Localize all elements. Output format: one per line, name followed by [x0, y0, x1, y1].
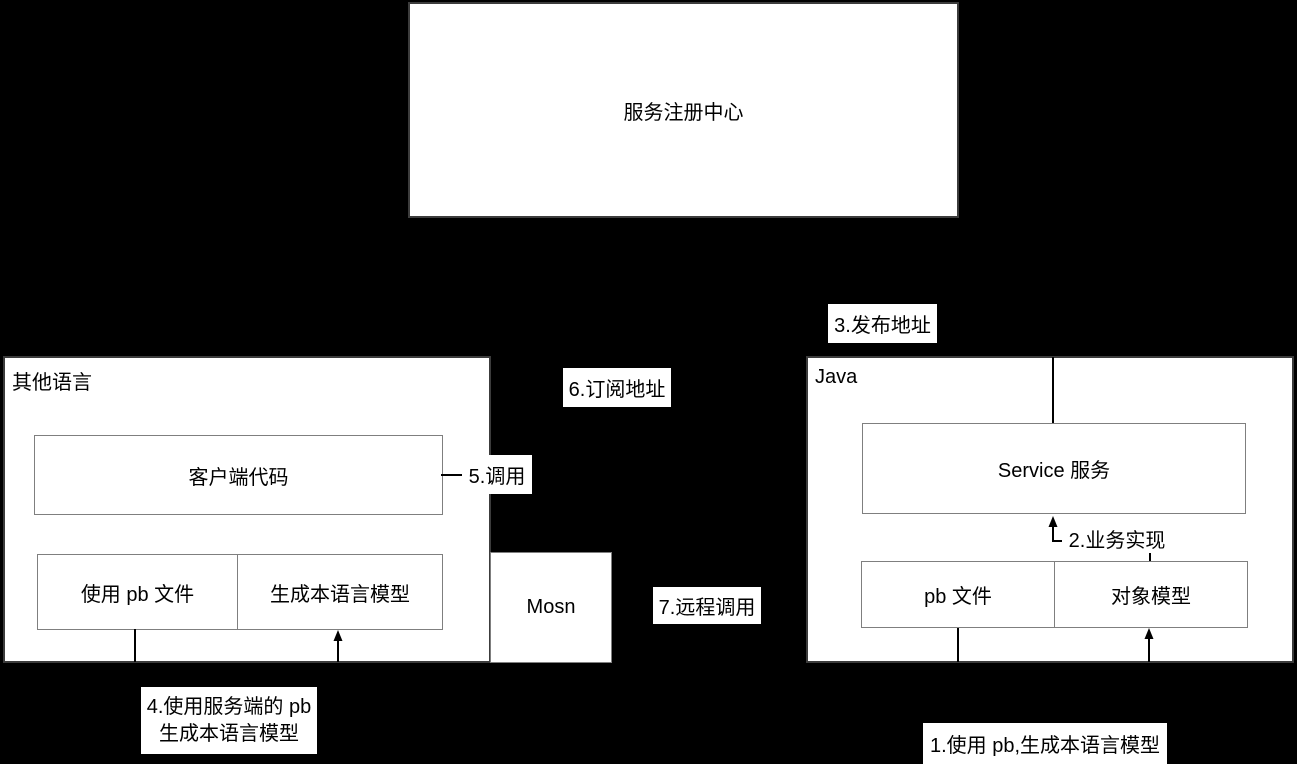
step7-remote-call-label: 7.远程调用: [653, 587, 761, 624]
pb-file-label: pb 文件: [924, 586, 992, 608]
pb-file-cell: pb 文件: [862, 562, 1054, 627]
pb-generate-box: 使用 pb 文件 生成本语言模型: [37, 554, 443, 630]
step4-use-server-pb-label: 4.使用服务端的 pb 生成本语言模型: [141, 687, 317, 754]
service-registry-label: 服务注册中心: [623, 101, 744, 124]
client-code-box: 客户端代码: [34, 435, 443, 515]
use-pb-file-label: 使用 pb 文件: [80, 583, 195, 606]
step6-subscribe-address-label: 6.订阅地址: [563, 368, 671, 407]
gen-model-label: 生成本语言模型: [270, 583, 410, 606]
client-code-label: 客户端代码: [188, 466, 289, 489]
service-box-label: Service 服务: [997, 460, 1111, 482]
service-registry-box: 服务注册中心: [408, 2, 959, 218]
pb-object-box: pb 文件 对象模型: [861, 561, 1248, 628]
object-model-label: 对象模型: [1111, 586, 1191, 608]
use-pb-file-cell: 使用 pb 文件: [38, 555, 237, 629]
service-box: Service 服务: [862, 423, 1246, 514]
other-languages-label: 其他语言: [12, 372, 92, 394]
object-model-cell: 对象模型: [1054, 562, 1247, 627]
step2-business-impl-label: 2.业务实现: [1064, 524, 1170, 553]
mosn-box: Mosn: [490, 552, 612, 663]
java-label: Java: [815, 366, 858, 388]
step1-use-pb-label: 1.使用 pb,生成本语言模型: [923, 723, 1167, 764]
other-languages-container: 其他语言 客户端代码 使用 pb 文件 生成本语言模型: [3, 356, 491, 663]
step3-publish-address-label: 3.发布地址: [828, 304, 937, 343]
java-container: Java Service 服务 pb 文件 对象模型: [806, 356, 1294, 663]
step5-call-label: 5.调用: [462, 455, 532, 494]
mosn-label: Mosn: [526, 596, 576, 618]
gen-model-cell: 生成本语言模型: [237, 555, 442, 629]
